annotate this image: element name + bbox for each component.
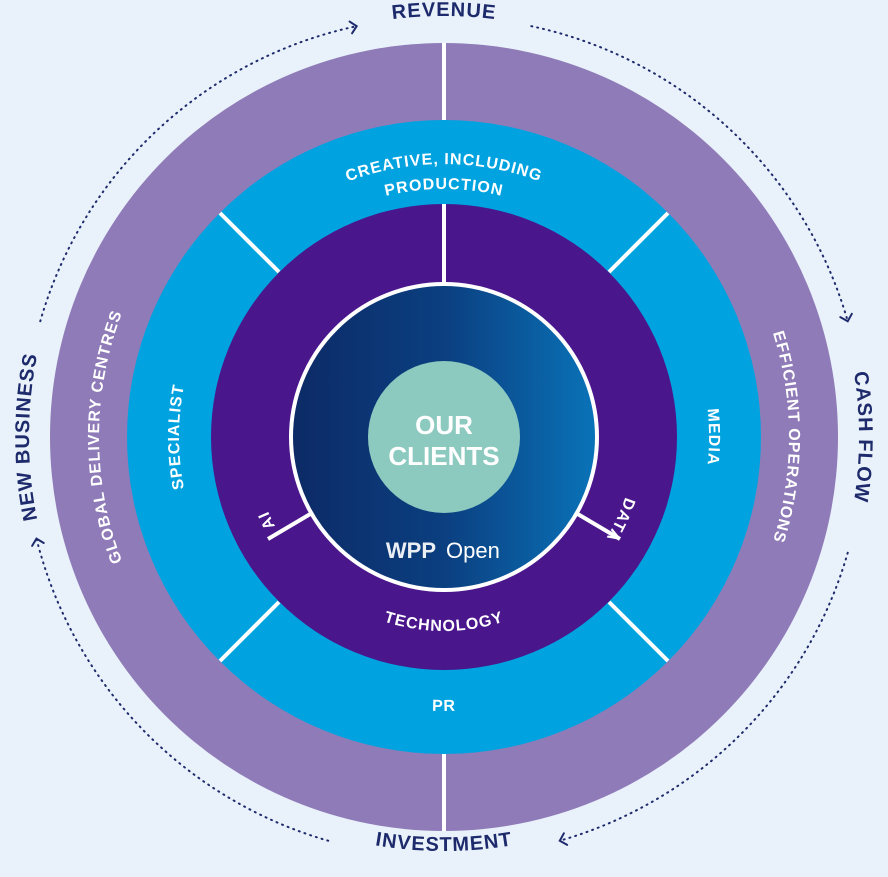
svg-text:REVENUE: REVENUE — [391, 0, 498, 24]
cycle-arc — [35, 537, 330, 842]
svg-text:PR: PR — [432, 698, 456, 715]
svg-text:PRODUCTION: PRODUCTION — [383, 176, 505, 200]
svg-text:NEW BUSINESS: NEW BUSINESS — [12, 351, 42, 523]
ring-dividers — [218, 43, 670, 831]
svg-text:INVESTMENT: INVESTMENT — [374, 828, 514, 856]
cycle-arrows — [31, 20, 853, 846]
svg-text:CASH FLOW: CASH FLOW — [849, 370, 876, 504]
svg-text:SPECIALIST: SPECIALIST — [166, 383, 188, 491]
cycle-label-new-business: NEW BUSINESS — [12, 351, 41, 523]
cycle-arc — [558, 551, 849, 842]
center-label-line2: CLIENTS — [388, 441, 499, 471]
svg-text:AI: AI — [256, 508, 279, 532]
wpp-open-logo: WPP Open — [386, 538, 500, 563]
cycle-label-revenue: REVENUE — [391, 0, 497, 24]
cycle-arrowhead — [348, 20, 359, 35]
center-label-line1: OUR — [415, 410, 473, 440]
cycle-arc — [39, 25, 358, 323]
cycle-label-cash-flow: CASH FLOW — [849, 370, 875, 504]
service-label-specialist: SPECIALIST — [166, 383, 187, 491]
capability-label-ai: AI — [256, 508, 278, 532]
cycle-arrowhead — [839, 312, 853, 323]
logo-open: Open — [446, 538, 500, 563]
cycle-arc — [530, 25, 849, 323]
cycle-arrowhead — [558, 832, 569, 846]
svg-text:MEDIA: MEDIA — [704, 408, 722, 467]
service-label-pr: PR — [432, 698, 455, 715]
service-label-media: MEDIA — [704, 408, 721, 467]
service-label-production: PRODUCTION — [383, 176, 504, 200]
clients-circle — [368, 361, 520, 513]
cycle-arrowhead — [31, 537, 45, 547]
cycle-label-investment: INVESTMENT — [374, 828, 513, 856]
logo-wpp: WPP — [386, 538, 436, 563]
